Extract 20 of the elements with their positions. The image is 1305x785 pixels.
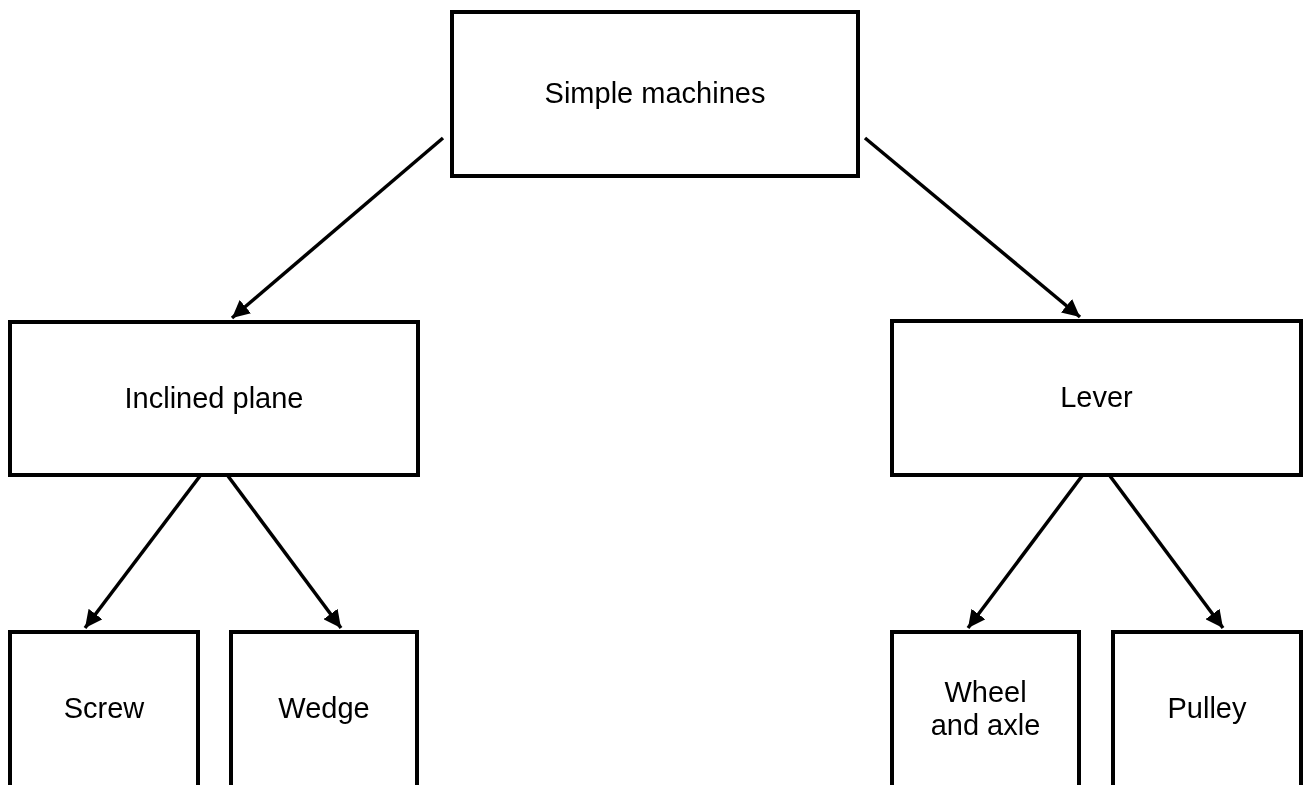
- box-label: Screw: [63, 692, 145, 726]
- arrow: [83, 474, 202, 630]
- arrow: [863, 136, 1082, 319]
- box-label: Lever: [1060, 381, 1133, 415]
- arrow: [226, 474, 343, 630]
- box-label: Pulley: [1167, 692, 1247, 726]
- box: [450, 10, 860, 178]
- arrow: [1108, 474, 1225, 630]
- box-label: Inclined plane: [124, 381, 304, 416]
- box: [8, 320, 420, 477]
- box-label: Wheel and axle: [929, 675, 1042, 743]
- box: [890, 319, 1303, 477]
- box: [1111, 630, 1303, 785]
- box: [8, 630, 200, 785]
- arrow: [230, 136, 445, 320]
- box: [229, 630, 419, 785]
- arrow: [966, 474, 1084, 630]
- box-label: Wedge: [278, 692, 370, 726]
- box: [890, 630, 1081, 785]
- box-label: Simple machines: [544, 77, 766, 111]
